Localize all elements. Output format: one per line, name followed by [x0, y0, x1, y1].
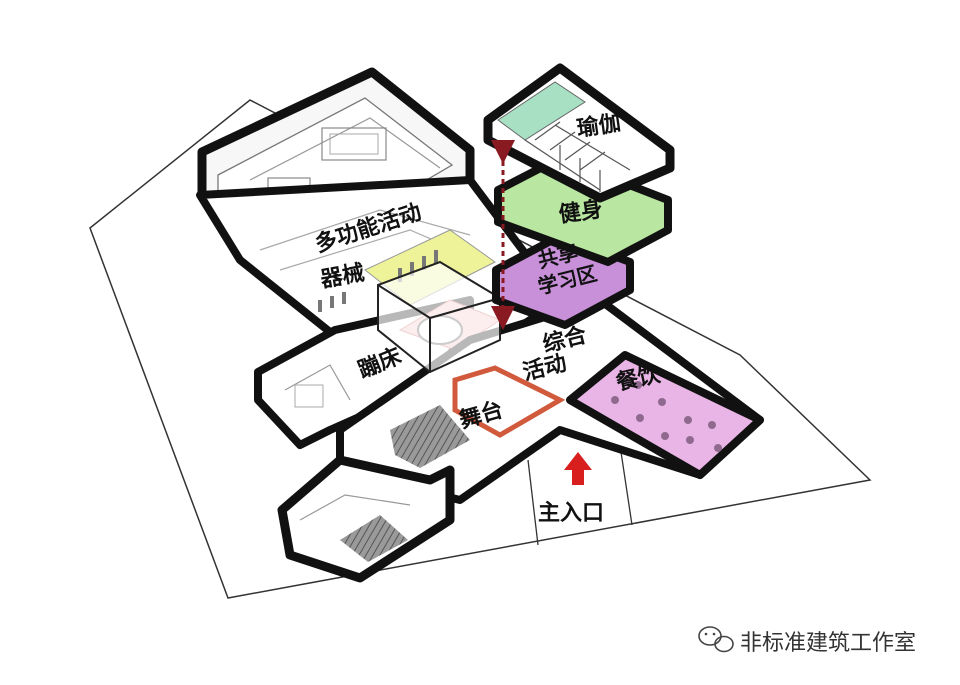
wechat-icon	[698, 626, 734, 653]
stage-area	[452, 365, 566, 438]
label-fitness: 健身	[557, 196, 604, 228]
entrance-wing	[277, 455, 455, 583]
label-main-entrance: 主入口	[538, 501, 604, 526]
path-line	[527, 459, 539, 546]
trampoline-tower	[377, 260, 501, 374]
watermark-text: 非标准建筑工作室	[740, 631, 916, 656]
label-yoga: 瑜伽	[575, 110, 622, 142]
watermark: 非标准建筑工作室	[698, 626, 916, 656]
equipment-marks	[318, 250, 438, 312]
stage-seating	[390, 405, 470, 468]
right-tower	[483, 63, 675, 329]
entrance-arrow-icon	[564, 452, 592, 485]
dining-block	[566, 351, 764, 479]
